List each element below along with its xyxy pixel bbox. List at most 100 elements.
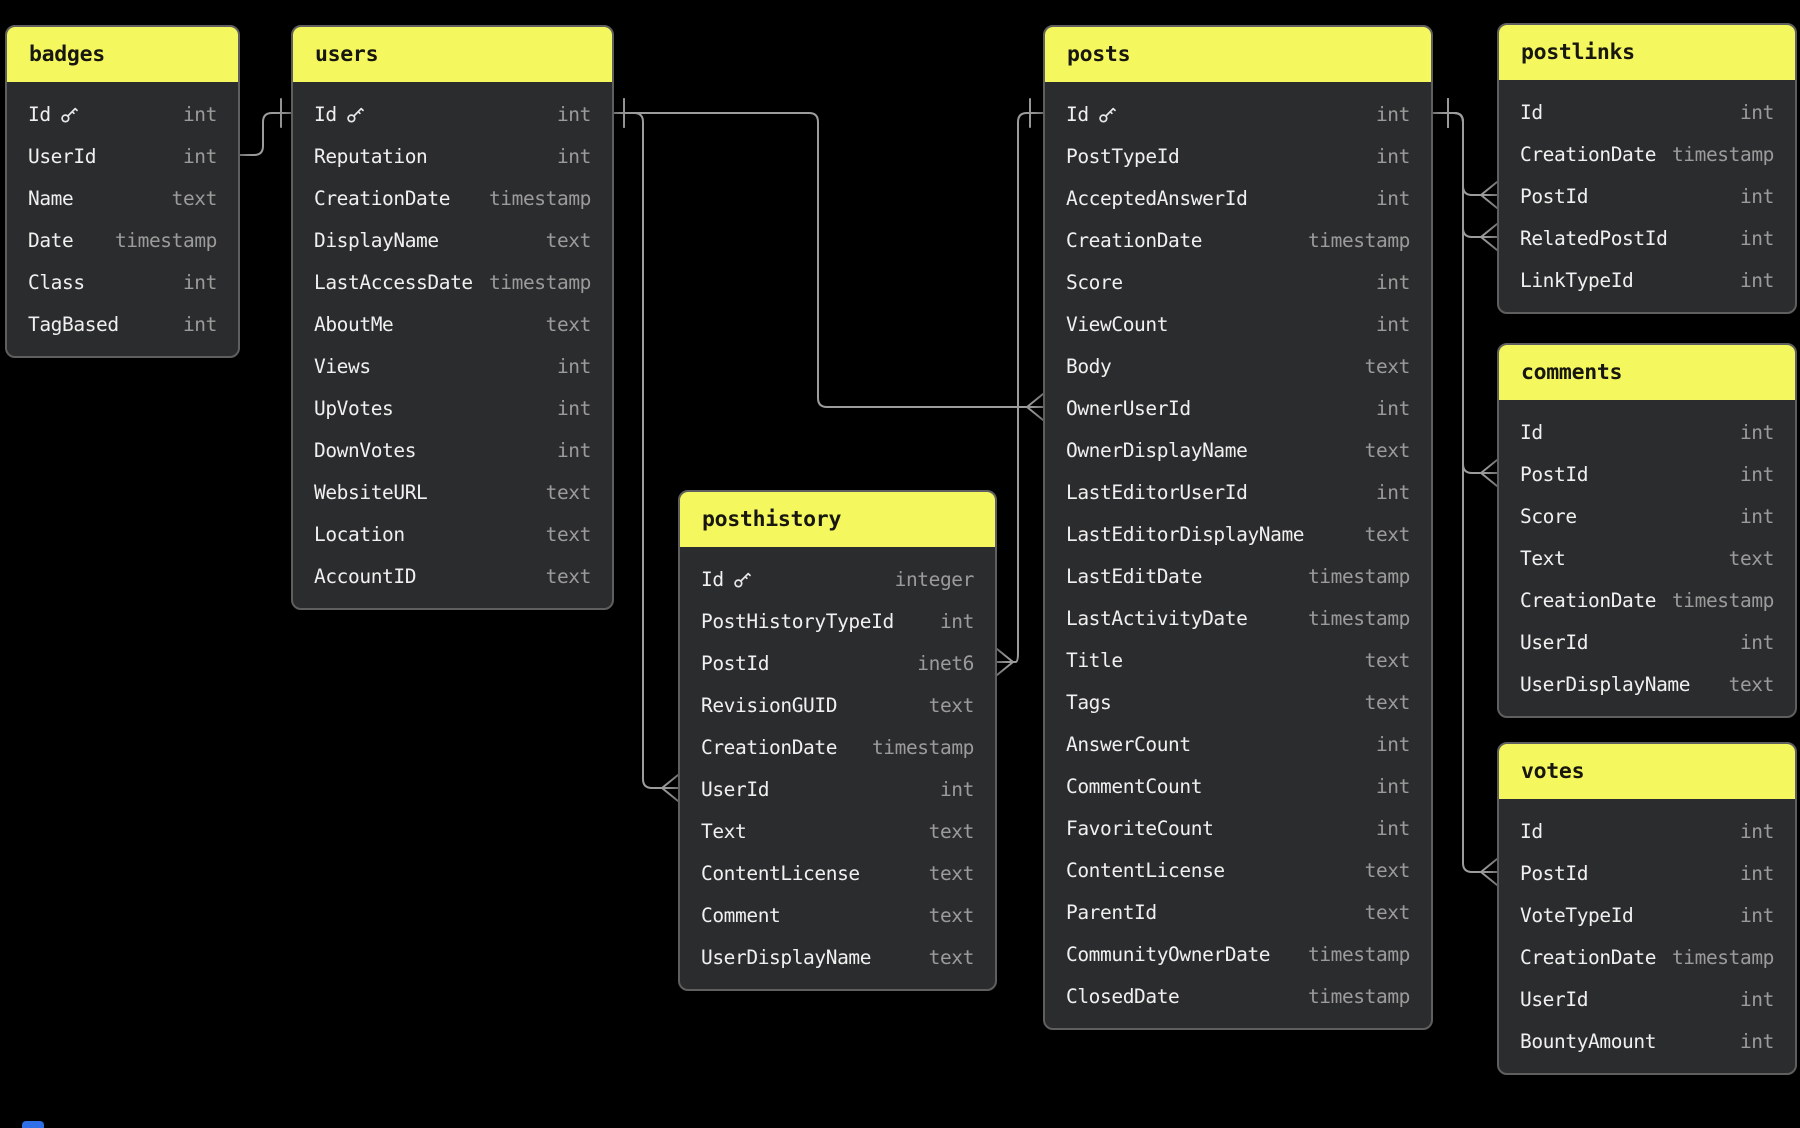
field-name-group: Title: [1066, 649, 1123, 672]
field-row: Title text: [1045, 639, 1431, 681]
field-name: Body: [1066, 354, 1112, 378]
field-type: inet6: [917, 651, 974, 675]
field-type: text: [171, 186, 218, 210]
field-row: CreationDate timestamp: [1499, 579, 1795, 621]
field-name-group: PostId: [1520, 185, 1588, 208]
field-name-group: VoteTypeId: [1520, 904, 1634, 927]
field-type: int: [1739, 100, 1774, 124]
table-header[interactable]: votes: [1499, 744, 1795, 799]
field-name: Id: [701, 567, 724, 591]
table-votes[interactable]: votes Id int PostId int VoteTypeId int C…: [1497, 742, 1797, 1075]
field-row: AccountID text: [293, 555, 612, 597]
field-name: CreationDate: [1520, 945, 1657, 969]
field-row: CreationDate timestamp: [1045, 219, 1431, 261]
table-name: users: [315, 42, 379, 67]
field-type: int: [556, 102, 591, 126]
field-type: int: [939, 609, 974, 633]
table-badges[interactable]: badges Id int UserId int Name text Date …: [5, 25, 240, 358]
field-name: CreationDate: [1520, 142, 1657, 166]
field-type: text: [1728, 672, 1775, 696]
field-name-group: LastEditorUserId: [1066, 481, 1248, 504]
table-posts[interactable]: posts Id int PostTypeId int AcceptedAnsw…: [1043, 25, 1433, 1030]
field-name-group: UserDisplayName: [1520, 673, 1691, 696]
field-name: PostId: [701, 651, 770, 675]
field-row: PostId int: [1499, 852, 1795, 894]
field-name-group: CreationDate: [1066, 229, 1202, 252]
field-name: Text: [701, 819, 747, 843]
table-header[interactable]: badges: [7, 27, 238, 82]
field-row: FavoriteCount int: [1045, 807, 1431, 849]
field-row: UserDisplayName text: [680, 936, 995, 978]
table-postlinks[interactable]: postlinks Id int CreationDate timestamp …: [1497, 23, 1797, 314]
field-name-group: PostId: [1520, 862, 1588, 885]
field-name: AcceptedAnswerId: [1066, 186, 1248, 210]
table-header[interactable]: users: [293, 27, 612, 82]
field-type: int: [1375, 102, 1410, 126]
field-name-group: AnswerCount: [1066, 733, 1191, 756]
table-users[interactable]: users Id int Reputation int CreationDate…: [291, 25, 614, 610]
field-name: CommunityOwnerDate: [1066, 942, 1271, 966]
field-type: int: [1375, 396, 1410, 420]
field-row: WebsiteURL text: [293, 471, 612, 513]
table-field-list: Id integer PostHistoryTypeId int PostId …: [680, 547, 995, 989]
field-name-group: UserDisplayName: [701, 946, 872, 969]
field-type: int: [182, 312, 217, 336]
field-name: CommentCount: [1066, 774, 1203, 798]
field-row: VoteTypeId int: [1499, 894, 1795, 936]
field-type: int: [1739, 420, 1774, 444]
field-name: Reputation: [314, 144, 428, 168]
field-name-group: Tags: [1066, 691, 1112, 714]
bottom-left-ui-fragment[interactable]: [22, 1121, 44, 1128]
field-name-group: CreationDate: [1520, 143, 1656, 166]
field-type: text: [545, 564, 592, 588]
field-name: UserId: [1520, 987, 1589, 1011]
field-type: int: [182, 144, 217, 168]
field-row: DisplayName text: [293, 219, 612, 261]
table-posthistory[interactable]: posthistory Id integer PostHistoryTypeId…: [678, 490, 997, 991]
field-row: DownVotes int: [293, 429, 612, 471]
field-type: int: [1739, 268, 1774, 292]
field-name: UpVotes: [314, 396, 394, 420]
field-row: UpVotes int: [293, 387, 612, 429]
field-row: Date timestamp: [7, 219, 238, 261]
field-name: Comment: [701, 903, 781, 927]
table-comments[interactable]: comments Id int PostId int Score int Tex…: [1497, 343, 1797, 718]
field-type: int: [556, 396, 591, 420]
field-type: integer: [894, 567, 975, 591]
field-type: int: [1375, 144, 1410, 168]
field-type: text: [1364, 522, 1411, 546]
field-name-group: TagBased: [28, 313, 119, 336]
field-type: timestamp: [871, 735, 974, 759]
field-name: PostHistoryTypeId: [701, 609, 894, 633]
table-header[interactable]: posthistory: [680, 492, 995, 547]
field-row: LastEditDate timestamp: [1045, 555, 1431, 597]
table-field-list: Id int CreationDate timestamp PostId int…: [1499, 80, 1795, 312]
field-name: ContentLicense: [1066, 858, 1225, 882]
table-header[interactable]: posts: [1045, 27, 1431, 82]
field-name-group: Body: [1066, 354, 1112, 378]
field-name-group: RevisionGUID: [701, 694, 837, 717]
table-name: posthistory: [702, 507, 842, 532]
field-name-group: LastAccessDate: [314, 271, 473, 294]
field-name: UserId: [1520, 630, 1589, 654]
field-type: int: [1739, 504, 1774, 528]
field-name: Id: [1520, 420, 1543, 444]
table-header[interactable]: comments: [1499, 345, 1795, 400]
field-type: timestamp: [1307, 606, 1410, 630]
table-header[interactable]: postlinks: [1499, 25, 1795, 80]
field-type: text: [545, 480, 592, 504]
field-name: ParentId: [1066, 900, 1157, 924]
field-row: AnswerCount int: [1045, 723, 1431, 765]
field-row: RelatedPostId int: [1499, 217, 1795, 259]
field-name-group: ViewCount: [1066, 313, 1168, 336]
field-type: text: [928, 903, 975, 927]
table-field-list: Id int Reputation int CreationDate times…: [293, 82, 612, 608]
field-row: Score int: [1499, 495, 1795, 537]
field-row: ClosedDate timestamp: [1045, 975, 1431, 1017]
field-row: LastAccessDate timestamp: [293, 261, 612, 303]
field-type: int: [939, 777, 974, 801]
field-name-group: Date: [28, 229, 74, 252]
field-type: int: [556, 144, 591, 168]
